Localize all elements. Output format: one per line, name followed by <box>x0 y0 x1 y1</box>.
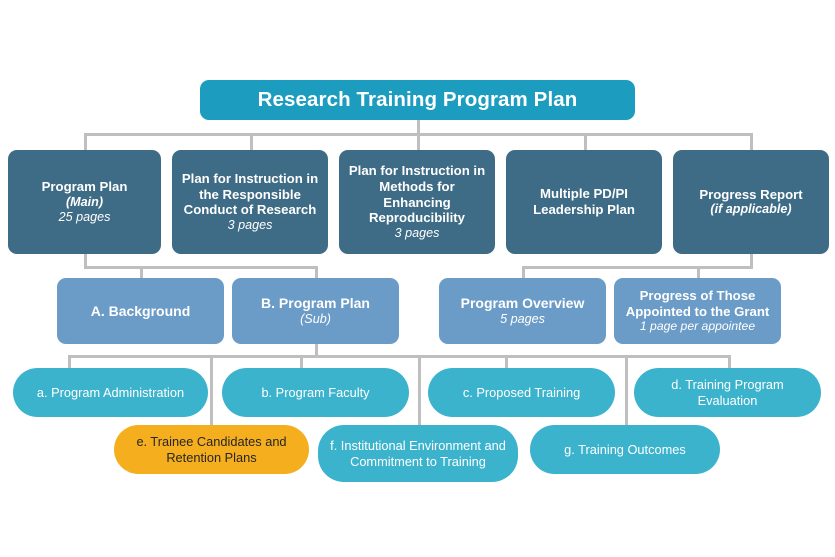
connector-drop-program-administration <box>68 355 71 369</box>
node-subtitle: (if applicable) <box>710 202 792 217</box>
connector-drop-progress-appointed <box>697 266 700 278</box>
node-progress-appointed[interactable]: Progress of Those Appointed to the Grant… <box>614 278 781 344</box>
connector-drop-proposed-training <box>505 355 508 369</box>
node-label: g. Training Outcomes <box>564 441 686 457</box>
node-title: B. Program Plan <box>261 295 370 312</box>
node-label: c. Proposed Training <box>462 384 581 400</box>
node-pages: 25 pages <box>58 209 111 224</box>
node-program-plan[interactable]: Program Plan (Main) 25 pages <box>8 150 161 254</box>
node-program-faculty[interactable]: b. Program Faculty <box>222 368 409 417</box>
node-pages: 3 pages <box>394 225 440 240</box>
node-title: Plan for Instruction in Methods for Enha… <box>348 163 486 226</box>
node-institutional-environment[interactable]: f. Institutional Environment and Commitm… <box>318 425 518 482</box>
node-label: a. Program Administration <box>36 384 185 400</box>
connector-stem-program-plan-sub-down <box>315 344 318 357</box>
node-training-outcomes[interactable]: g. Training Outcomes <box>530 425 720 474</box>
node-label: Research Training Program Plan <box>257 87 578 111</box>
node-title: Multiple PD/PI Leadership Plan <box>533 186 635 217</box>
connector-drop-program-faculty <box>300 355 303 369</box>
node-title: Program Plan <box>41 179 128 195</box>
node-reproducibility-plan[interactable]: Plan for Instruction in Methods for Enha… <box>339 150 495 254</box>
connector-drop-training-outcomes <box>625 355 628 426</box>
connector-drop-reproducibility-plan <box>417 133 420 151</box>
node-title: Progress Report <box>699 186 803 202</box>
node-label: d. Training Program Evaluation <box>671 377 784 408</box>
node-title: Program Overview <box>460 295 585 312</box>
node-subtitle: (Main) <box>65 194 104 209</box>
node-rcr-plan[interactable]: Plan for Instruction in the Responsible … <box>172 150 328 254</box>
node-program-overview[interactable]: Program Overview 5 pages <box>439 278 606 344</box>
node-program-administration[interactable]: a. Program Administration <box>13 368 208 417</box>
node-subtitle: (Sub) <box>300 311 331 326</box>
node-title: A. Background <box>90 302 191 319</box>
node-title: Progress of Those Appointed to the Grant <box>625 288 770 319</box>
connector-drop-program-plan <box>84 133 87 151</box>
node-trainee-candidates[interactable]: e. Trainee Candidates and Retention Plan… <box>114 425 309 474</box>
connector-bus-progress-report-children <box>522 266 753 269</box>
node-title: Plan for Instruction in the Responsible … <box>181 171 319 218</box>
node-proposed-training[interactable]: c. Proposed Training <box>428 368 615 417</box>
connector-drop-program-plan-sub <box>315 266 318 278</box>
node-training-program-evaluation[interactable]: d. Training Program Evaluation <box>634 368 821 417</box>
connector-drop-program-overview <box>522 266 525 278</box>
connector-drop-trainee-candidates <box>210 355 213 426</box>
connector-root-stem <box>417 118 420 135</box>
node-label: b. Program Faculty <box>261 384 370 400</box>
connector-drop-rcr-plan <box>250 133 253 151</box>
connector-drop-training-program-evaluation <box>728 355 731 369</box>
connector-drop-progress-report <box>750 133 753 151</box>
node-multiple-pd-pi[interactable]: Multiple PD/PI Leadership Plan <box>506 150 662 254</box>
connector-drop-background <box>140 266 143 278</box>
connector-drop-institutional-environment <box>418 355 421 426</box>
node-pages: 3 pages <box>227 217 273 232</box>
node-progress-report[interactable]: Progress Report (if applicable) <box>673 150 829 254</box>
node-background[interactable]: A. Background <box>57 278 224 344</box>
connector-drop-multiple-pd-pi <box>584 133 587 151</box>
node-label: f. Institutional Environment and Commitm… <box>330 438 506 469</box>
node-pages: 1 page per appointee <box>639 319 756 334</box>
node-label: e. Trainee Candidates and Retention Plan… <box>136 434 287 465</box>
connector-bus-subsections <box>68 355 728 358</box>
connector-bus-program-plan-children <box>84 266 318 269</box>
node-research-training-program-plan[interactable]: Research Training Program Plan <box>200 80 635 120</box>
connector-stem-program-plan-down <box>84 253 87 268</box>
node-pages: 5 pages <box>500 311 545 326</box>
connector-stem-progress-report-down <box>750 253 753 268</box>
node-program-plan-sub[interactable]: B. Program Plan (Sub) <box>232 278 399 344</box>
